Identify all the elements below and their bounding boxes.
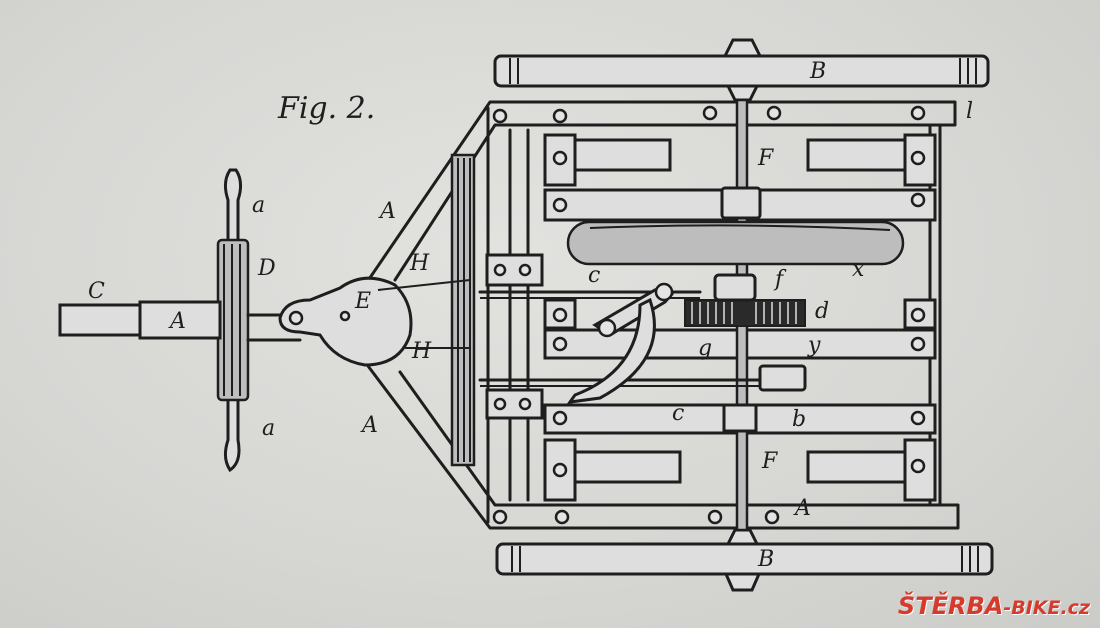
- label-F-top: F: [757, 146, 774, 171]
- label-y: y: [807, 333, 821, 358]
- wheel-hub-bottom: [723, 572, 762, 592]
- label-b: b: [792, 407, 806, 432]
- bottom-rail-holes: [492, 509, 780, 525]
- figure-title: Fig. 2.: [277, 91, 375, 126]
- label-l: l: [966, 99, 973, 124]
- wheel-bottom: [495, 542, 994, 576]
- watermark-logo: ŠTĚRBA-BIKE.cz: [898, 592, 1090, 620]
- label-E: E: [354, 289, 371, 314]
- label-B-top: B: [809, 59, 826, 84]
- label-A-rail: A: [793, 496, 811, 521]
- top-rail-holes: [492, 105, 926, 124]
- watermark-suffix: -BIKE.cz: [1003, 597, 1090, 619]
- steering-shaft-C: [58, 303, 152, 337]
- label-H-bottom: H: [411, 339, 432, 364]
- label-A-shaft: A: [168, 309, 186, 334]
- watermark-brand: ŠTĚRBA: [897, 592, 1004, 620]
- label-c-top: c: [588, 263, 600, 288]
- label-a-bottom: a: [262, 416, 275, 441]
- label-x: x: [852, 257, 865, 282]
- label-D: D: [257, 256, 276, 281]
- label-c-bottom: c: [672, 401, 684, 426]
- curved-arm: [566, 297, 656, 404]
- roller: [566, 220, 905, 266]
- gear-d: [684, 299, 806, 327]
- label-A-upper: A: [378, 199, 396, 224]
- label-H-top: H: [409, 251, 430, 276]
- label-C: C: [88, 279, 105, 304]
- label-d: d: [815, 299, 829, 324]
- pivot-plate-E: [278, 276, 413, 367]
- label-F-bottom: F: [761, 449, 778, 474]
- label-B-bottom: B: [757, 547, 774, 572]
- wheel-top: [493, 54, 990, 88]
- label-g: g: [698, 336, 712, 361]
- label-A-lower: A: [360, 413, 378, 438]
- label-a-top: a: [252, 193, 265, 218]
- label-f: f: [773, 267, 787, 292]
- frame-outline: [363, 100, 957, 287]
- wheel-hub-top: [722, 38, 763, 58]
